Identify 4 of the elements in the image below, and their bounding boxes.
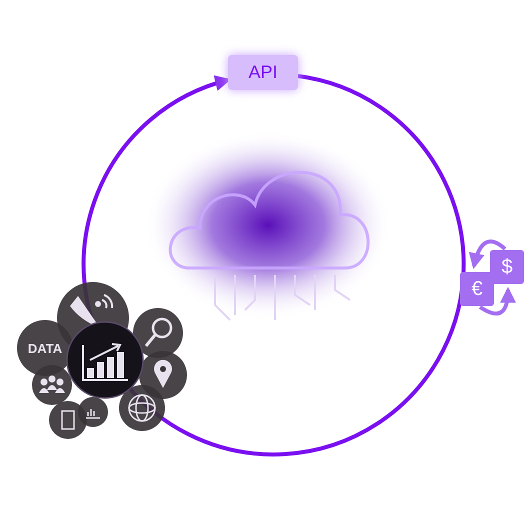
dollar-sign-box: $ bbox=[490, 250, 524, 284]
api-label-box: API bbox=[228, 55, 298, 90]
euro-sign-box: € bbox=[460, 272, 494, 306]
arrow bbox=[478, 286, 516, 316]
